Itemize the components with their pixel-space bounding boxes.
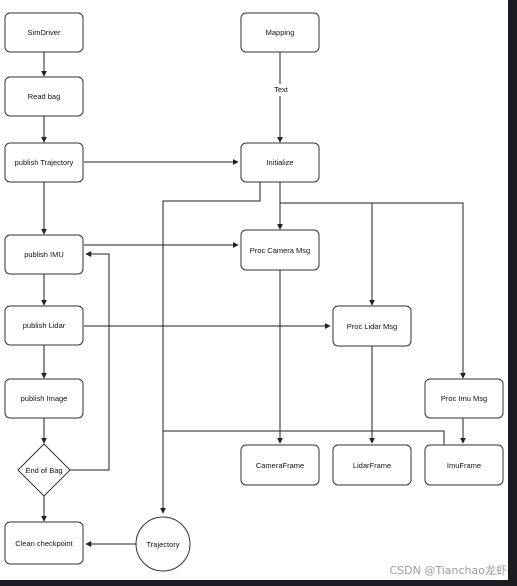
node-publish-trajectory: publish Trajectory xyxy=(4,142,84,183)
node-label: End of Bag xyxy=(25,466,62,475)
node-camera-frame: CameraFrame xyxy=(240,444,320,486)
edge-endofbag-loop-imu xyxy=(70,251,110,471)
node-label: Proc Imu Msg xyxy=(441,394,487,403)
node-label: Mapping xyxy=(266,28,295,37)
node-end-of-bag: End of Bag xyxy=(17,443,71,497)
node-clean-checkpoint: Clean checkpoint xyxy=(4,521,84,565)
node-initialize: Initialize xyxy=(240,142,320,183)
node-lidar-frame: LidarFrame xyxy=(332,444,412,486)
node-label: publish Trajectory xyxy=(15,158,74,167)
node-label: Clean checkpoint xyxy=(15,539,73,548)
node-simdriver: SimDriver xyxy=(4,12,84,53)
nodes: SimDriver Read bag publish Trajectory pu… xyxy=(4,12,504,572)
node-label: ImuFrame xyxy=(447,461,481,470)
node-read-bag: Read bag xyxy=(4,76,84,117)
node-label: SimDriver xyxy=(28,28,61,37)
node-proc-imu-msg: Proc Imu Msg xyxy=(424,378,504,419)
edge-imuframe-to-trajectory xyxy=(163,430,445,446)
watermark: CSDN @Tianchao龙虾 xyxy=(389,564,508,577)
node-trajectory: Trajectory xyxy=(135,516,191,572)
node-proc-lidar-msg: Proc Lidar Msg xyxy=(332,305,412,347)
node-label: Read bag xyxy=(28,92,61,101)
edge-label-text: Text xyxy=(274,85,289,94)
node-publish-lidar: publish Lidar xyxy=(4,305,84,346)
node-label: publish IMU xyxy=(24,250,64,259)
node-label: CameraFrame xyxy=(256,461,304,470)
node-publish-image: publish Image xyxy=(4,378,84,419)
node-label: Proc Camera Msg xyxy=(250,246,310,255)
node-label: publish Image xyxy=(21,394,68,403)
node-label: Proc Lidar Msg xyxy=(347,322,397,331)
node-label: publish Lidar xyxy=(23,321,66,330)
edges xyxy=(41,52,466,547)
edge-init-imu xyxy=(372,202,466,379)
node-label: Trajectory xyxy=(146,540,179,549)
node-label: LidarFrame xyxy=(353,461,391,470)
node-publish-imu: publish IMU xyxy=(4,234,84,275)
node-label: Initialize xyxy=(266,158,293,167)
node-mapping: Mapping xyxy=(240,12,320,53)
node-imu-frame: ImuFrame xyxy=(424,444,504,486)
node-proc-camera-msg: Proc Camera Msg xyxy=(240,229,320,271)
edge-init-trajectory xyxy=(160,182,261,514)
